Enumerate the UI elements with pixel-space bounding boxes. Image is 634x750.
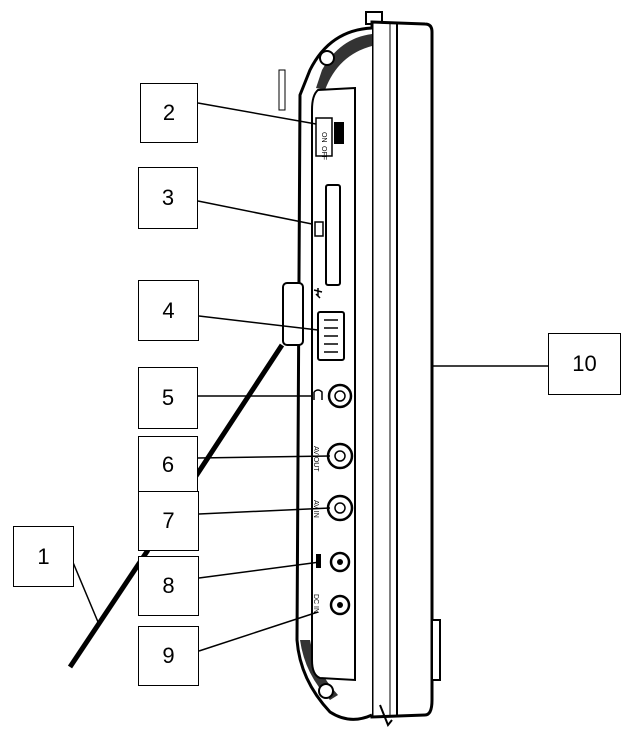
dc-in-label: DC IN (312, 594, 319, 613)
upper-tab (278, 69, 286, 111)
small-jack-marking (316, 554, 321, 568)
leader-7 (198, 507, 331, 515)
housing-shading-top (316, 34, 372, 90)
power-switch (315, 117, 333, 157)
callout-4: 4 (138, 280, 199, 341)
dc-in-jack-inner (337, 602, 343, 608)
av-in-jack-inner (334, 502, 346, 514)
port-panel (311, 86, 356, 682)
callout-3: 3 (138, 167, 198, 229)
card-icon (314, 221, 324, 237)
rear-bump (431, 619, 441, 681)
callout-6: 6 (138, 436, 198, 494)
callout-2: 2 (140, 83, 198, 143)
callout-7: 7 (138, 491, 199, 551)
headphone-jack-inner (334, 390, 346, 402)
av-out-jack-inner (334, 450, 346, 462)
av-out-label: AV OUT (312, 446, 319, 472)
screw-bottom (318, 683, 334, 699)
leader-1 (71, 559, 99, 623)
leader-3 (197, 200, 313, 225)
headphone-icon (313, 389, 323, 400)
screw-top (319, 50, 335, 66)
callout-5: 5 (138, 367, 198, 429)
stand-rod-lower (67, 548, 151, 669)
callout-9: 9 (138, 626, 199, 686)
callout-8: 8 (138, 556, 199, 616)
power-switch-slider (334, 122, 344, 144)
switch-off-label: OFF (320, 146, 327, 160)
card-slot (325, 184, 341, 286)
callout-10: 10 (548, 333, 621, 395)
leader-8 (198, 561, 321, 579)
device-body (370, 20, 434, 719)
leader-2 (197, 102, 317, 125)
release-tab (282, 282, 304, 346)
bottom-foot (379, 704, 393, 727)
leader-4 (198, 315, 319, 331)
small-jack-inner (337, 559, 343, 565)
leader-9 (198, 611, 319, 652)
leader-6 (197, 455, 331, 459)
usb-icon (313, 288, 323, 299)
switch-on-label: ON (320, 132, 327, 143)
callout-1: 1 (13, 526, 74, 587)
stand-rod-upper (193, 343, 285, 478)
